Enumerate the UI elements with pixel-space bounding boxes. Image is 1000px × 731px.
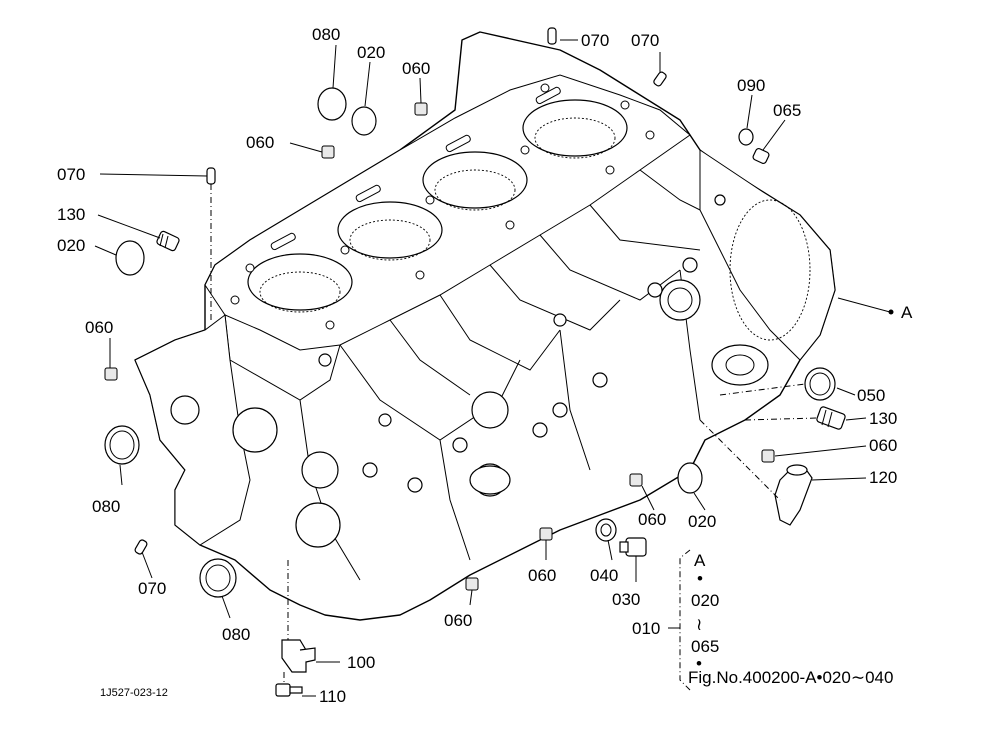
pin-070-right — [653, 71, 667, 87]
label-060-mid: 060 — [528, 566, 556, 585]
part-labels: 080 020 060 070 070 090 065 060 070 130 … — [57, 25, 913, 706]
plug-060-right — [761, 449, 775, 463]
plug-020-right — [677, 462, 703, 494]
ref-bullet-2: • — [696, 654, 702, 673]
label-020-left: 020 — [57, 236, 85, 255]
plug-090 — [738, 128, 754, 146]
label-060-left: 060 — [85, 318, 113, 337]
loose-parts — [104, 27, 846, 697]
bolt-110 — [275, 683, 303, 697]
label-020-top: 020 — [357, 43, 385, 62]
label-130-left: 130 — [57, 205, 85, 224]
label-110: 110 — [319, 687, 346, 706]
label-065: 065 — [773, 101, 801, 120]
plug-050 — [804, 367, 836, 401]
label-100: 100 — [347, 653, 375, 672]
ref-bullet-1: • — [697, 569, 703, 588]
label-120: 120 — [869, 468, 897, 487]
drawing-code: 1J527-023-12 — [100, 687, 168, 699]
label-060-right: 060 — [869, 436, 897, 455]
plug-020-left — [115, 240, 145, 276]
label-080-bottom: 080 — [222, 625, 250, 644]
plug-065 — [752, 147, 770, 165]
label-130-right: 130 — [869, 409, 897, 428]
plug-030 — [619, 537, 647, 557]
label-070-right: 070 — [631, 31, 659, 50]
label-090: 090 — [737, 76, 765, 95]
label-080-left: 080 — [92, 497, 120, 516]
plug-060-right-bottom — [629, 473, 643, 487]
ref-line-A: A — [694, 551, 706, 570]
fitting-130-left — [156, 230, 180, 252]
label-070-left: 070 — [57, 165, 85, 184]
plug-080-top — [317, 87, 347, 121]
label-060-upper: 060 — [246, 133, 274, 152]
label-060-right-bottom: 060 — [638, 510, 666, 529]
plug-020-top — [351, 106, 377, 136]
pipe-120 — [774, 464, 813, 526]
crankcase-body — [134, 31, 836, 621]
label-040: 040 — [590, 566, 618, 585]
plug-060-left — [104, 367, 118, 381]
pin-070-left — [206, 167, 216, 185]
label-A: A — [901, 303, 913, 322]
label-020-right: 020 — [688, 512, 716, 531]
bracket-100 — [281, 639, 316, 673]
label-080-top: 080 — [312, 25, 340, 44]
label-050: 050 — [857, 386, 885, 405]
label-070-top: 070 — [581, 31, 609, 50]
ref-figure-number: Fig.No.400200-A•020∼040 — [688, 668, 893, 687]
ref-line-065: 065 — [691, 637, 719, 656]
fitting-130-right — [816, 406, 846, 430]
label-070-bottom: 070 — [138, 579, 166, 598]
pin-070-bottom — [134, 539, 148, 555]
plug-060-bottom — [465, 577, 479, 591]
label-010: 010 — [632, 619, 660, 638]
label-030: 030 — [612, 590, 640, 609]
plug-060-top — [414, 102, 428, 116]
ref-line-020: 020 — [691, 591, 719, 610]
leader-lines — [94, 39, 894, 697]
ref-tilde: ≀ — [696, 615, 702, 634]
label-060-top: 060 — [402, 59, 430, 78]
label-060-bottom: 060 — [444, 611, 472, 630]
plug-060-mid — [539, 527, 553, 541]
pin-070-top — [547, 27, 557, 45]
plug-060-upper — [321, 145, 335, 159]
reference-group: A • 020 ≀ 065 • Fig.No.400200-A•020∼040 — [688, 551, 893, 687]
